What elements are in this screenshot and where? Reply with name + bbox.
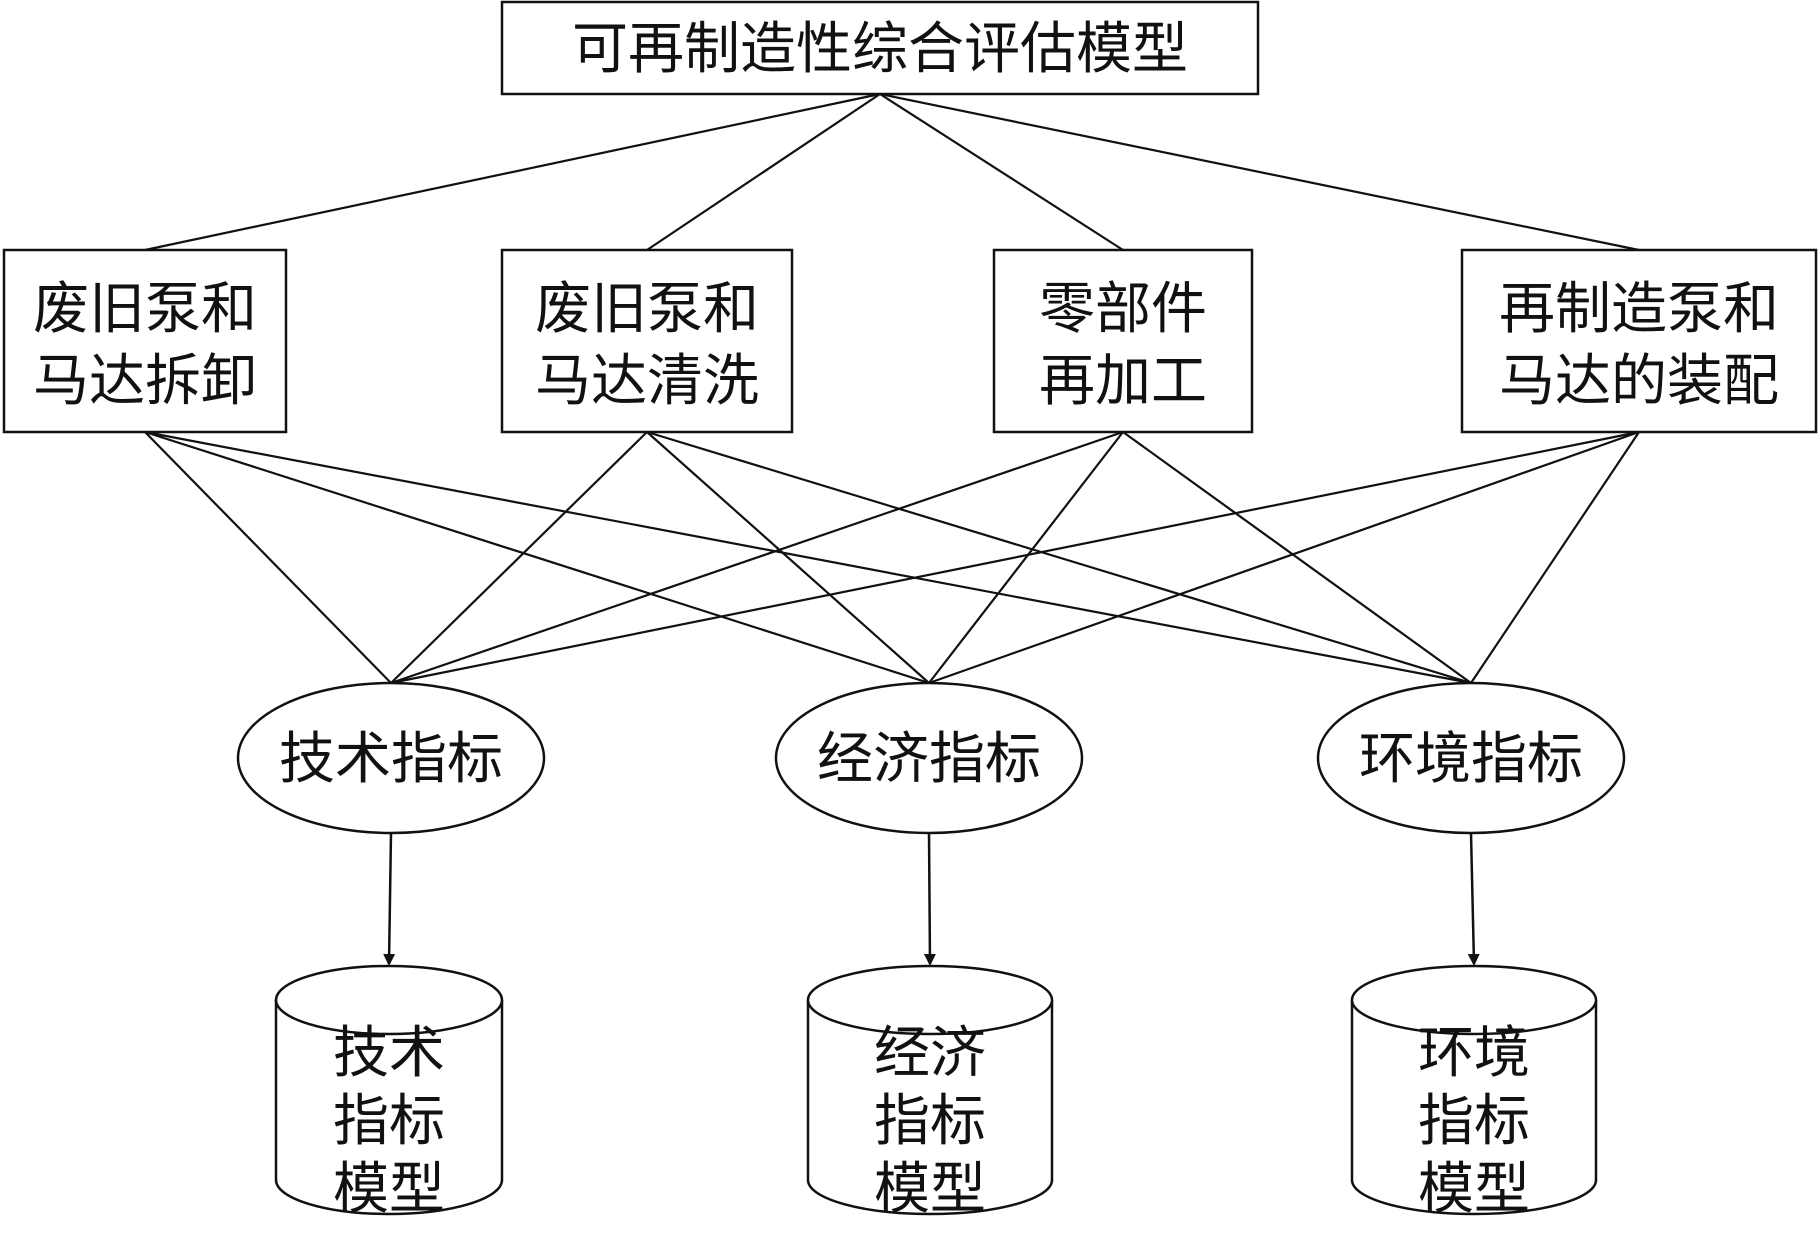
stage-label-line: 废旧泵和	[535, 277, 759, 342]
indicator-node-economic: 经济指标	[774, 681, 1084, 835]
indicator-node-technical: 技术指标	[236, 681, 546, 835]
edge-s3-to-i1	[390, 430, 1124, 685]
model-label-line: 指标	[874, 1089, 986, 1154]
edge-s3-to-i2	[928, 431, 1124, 684]
stage-label-line: 马达清洗	[535, 349, 759, 414]
indicator-node-environmental: 环境指标	[1316, 681, 1626, 835]
model-label-line: 技术	[333, 1021, 445, 1086]
model-label-line: 经济	[874, 1021, 986, 1086]
edge-s2-to-i2	[646, 431, 930, 684]
root-node: 可再制造性综合评估模型	[500, 0, 1260, 96]
model-cylinder-economic: 经济 指标 模型	[806, 964, 1054, 1222]
model-label-line: 模型	[874, 1157, 986, 1222]
stage-label-line: 废旧泵和	[33, 277, 257, 342]
indicator-label: 经济指标	[817, 727, 1041, 792]
edge-root-to-s1	[144, 92, 881, 252]
edge-s1-to-i2	[144, 430, 930, 685]
indicator-to-model-arrows	[383, 832, 1480, 966]
stage-node-cleaning: 废旧泵和 马达清洗	[500, 248, 794, 434]
stage-label-line: 马达拆卸	[33, 349, 257, 414]
edge-s2-to-i1	[390, 431, 648, 684]
model-label-line: 模型	[1418, 1157, 1530, 1222]
model-label-line: 指标	[1418, 1089, 1530, 1154]
stage-label-line: 马达的装配	[1499, 349, 1779, 414]
arrow-i1-to-m1	[383, 832, 396, 966]
edge-s3-to-i3	[1122, 431, 1472, 684]
stage-label-line: 再制造泵和	[1499, 277, 1779, 342]
model-label-line: 模型	[333, 1157, 445, 1222]
model-cylinder-technical: 技术 指标 模型	[274, 964, 504, 1222]
stage-label-line: 零部件	[1039, 277, 1207, 342]
edge-s1-to-i1	[144, 431, 392, 684]
edge-root-to-s2	[646, 93, 881, 251]
model-cylinder-environmental: 环境 指标 模型	[1350, 964, 1598, 1222]
edge-root-to-s4	[879, 92, 1640, 252]
connection-lines	[144, 92, 1640, 685]
model-label-line: 指标	[333, 1089, 445, 1154]
stage-node-reprocessing: 零部件 再加工	[992, 248, 1254, 434]
stage-label-line: 再加工	[1039, 349, 1207, 414]
indicator-label: 技术指标	[279, 727, 503, 792]
indicator-label: 环境指标	[1359, 727, 1583, 792]
edge-root-to-s3	[879, 93, 1124, 251]
edge-s4-to-i2	[928, 430, 1640, 685]
edge-s4-to-i3	[1470, 431, 1640, 684]
model-label-line: 环境	[1418, 1021, 1530, 1086]
arrow-i2-to-m2	[923, 832, 936, 966]
edge-s2-to-i3	[646, 430, 1472, 685]
stage-node-assembly: 再制造泵和 马达的装配	[1460, 248, 1818, 434]
root-label: 可再制造性综合评估模型	[572, 17, 1188, 82]
arrow-i3-to-m3	[1467, 832, 1480, 966]
edge-s1-to-i3	[144, 430, 1472, 685]
edge-s4-to-i1	[390, 430, 1640, 685]
stage-node-disassembly: 废旧泵和 马达拆卸	[2, 248, 288, 434]
